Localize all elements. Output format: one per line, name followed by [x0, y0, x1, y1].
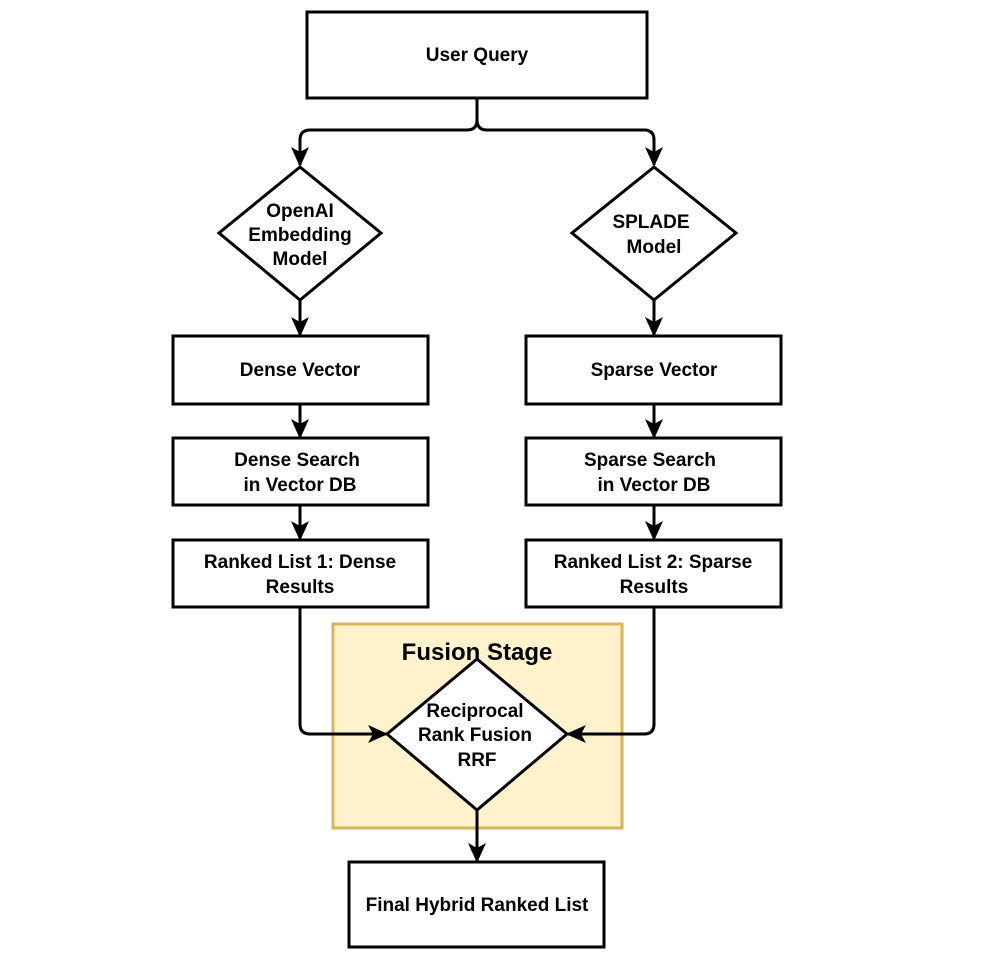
openai-model-label-line2: Embedding: [248, 225, 351, 246]
edge-query-to-openai: [291, 98, 479, 167]
sparse-vector-label: Sparse Vector: [591, 360, 718, 381]
node-dense-search: Dense Search in Vector DB: [171, 436, 430, 507]
rrf-label-line2: Rank Fusion: [418, 725, 532, 746]
nodes: User Query OpenAI Embedding Model SPLADE…: [171, 10, 783, 949]
rrf-label-line1: Reciprocal: [426, 701, 523, 722]
ranked-sparse-label-line1: Ranked List 2: Sparse: [554, 552, 753, 573]
rrf-label-line3: RRF: [457, 750, 496, 771]
dense-search-label-line1: Dense Search: [234, 450, 360, 471]
openai-model-label-line3: Model: [273, 249, 328, 270]
node-user-query: User Query: [305, 10, 649, 100]
sparse-search-label-line2: in Vector DB: [598, 475, 711, 496]
node-splade-model: SPLADE Model: [569, 165, 739, 302]
dense-vector-label: Dense Vector: [240, 360, 361, 381]
dense-search-label-line2: in Vector DB: [244, 475, 357, 496]
edge-query-to-splade: [475, 98, 663, 167]
node-final-hybrid-ranked-list: Final Hybrid Ranked List: [347, 860, 606, 949]
edge-ranked-sparse-to-rrf: [566, 607, 656, 743]
sparse-search-label-line1: Sparse Search: [584, 450, 716, 471]
ranked-dense-label-line2: Results: [266, 577, 335, 598]
node-sparse-search: Sparse Search in Vector DB: [524, 436, 783, 507]
node-dense-vector: Dense Vector: [171, 334, 430, 406]
splade-model-label-line1: SPLADE: [612, 212, 689, 233]
node-sparse-vector: Sparse Vector: [524, 334, 783, 406]
ranked-sparse-label-line2: Results: [620, 577, 689, 598]
edge-ranked-dense-to-rrf: [298, 607, 388, 743]
ranked-dense-label-line1: Ranked List 1: Dense: [204, 552, 396, 573]
node-ranked-list-sparse: Ranked List 2: Sparse Results: [524, 538, 783, 609]
user-query-label: User Query: [426, 45, 529, 66]
final-list-label: Final Hybrid Ranked List: [366, 895, 589, 916]
openai-model-label-line1: OpenAI: [266, 201, 334, 222]
node-ranked-list-dense: Ranked List 1: Dense Results: [171, 538, 430, 609]
edges: [291, 98, 663, 863]
node-openai-embedding-model: OpenAI Embedding Model: [216, 165, 384, 302]
splade-model-label-line2: Model: [627, 237, 682, 258]
node-reciprocal-rank-fusion: Reciprocal Rank Fusion RRF: [384, 657, 570, 812]
